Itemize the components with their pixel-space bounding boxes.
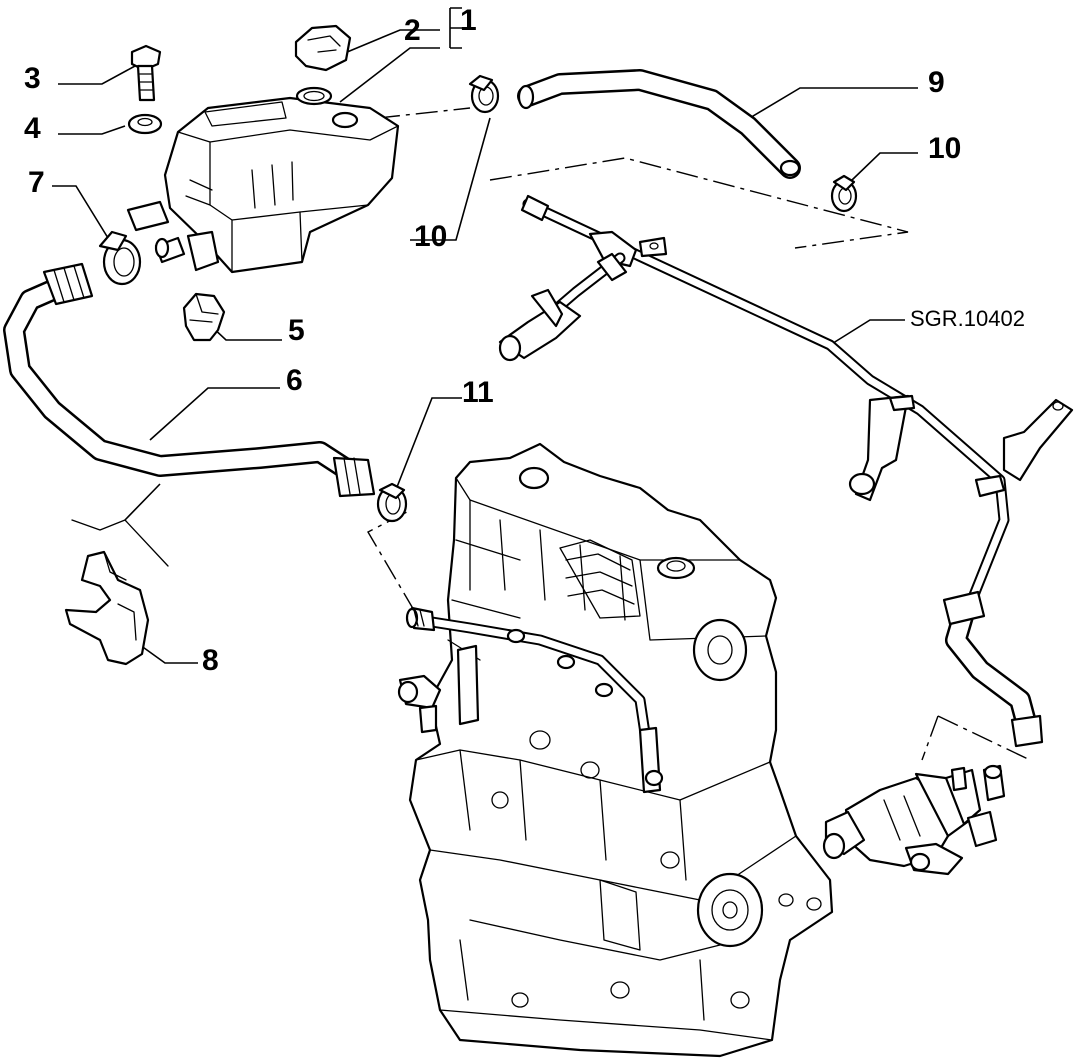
reference-code: SGR.10402: [910, 306, 1025, 331]
callout-leaders: [52, 7, 918, 664]
callout-labels: 1 2 3 4 5 6 7 8 9 10 10 11 SGR.10402: [24, 4, 1025, 677]
filler-cap: [294, 24, 352, 72]
lower-hose: [3, 262, 376, 498]
bolt: [130, 44, 162, 102]
washer: [127, 113, 163, 135]
block-water-pipe: [397, 606, 664, 794]
hose-clamp-11: [376, 482, 408, 523]
metal-pipe-assembly: [498, 194, 1074, 748]
callout-10-left: 10: [414, 220, 447, 253]
callout-4: 4: [24, 112, 41, 145]
callout-11: 11: [462, 376, 494, 409]
callout-9: 9: [928, 66, 945, 99]
hose-clamp-10-right: [830, 174, 858, 213]
callout-8: 8: [202, 644, 219, 677]
upper-hose: [517, 69, 801, 179]
connection-lines: [367, 107, 1031, 761]
hose-clamp-7: [98, 230, 142, 286]
engine-block: [408, 442, 834, 1058]
callout-6: 6: [286, 364, 303, 397]
callout-10-right: 10: [928, 132, 961, 165]
sensor-plug: [182, 292, 226, 342]
bracket-clip: [64, 483, 169, 666]
thermostat-housing: [822, 764, 1006, 876]
hose-clamp-10-left: [468, 74, 500, 114]
callout-3: 3: [24, 62, 41, 95]
callout-7: 7: [28, 166, 45, 199]
callout-2: 2: [404, 14, 421, 47]
expansion-tank: [126, 86, 400, 274]
callout-1: 1: [460, 4, 477, 37]
callout-5: 5: [288, 314, 305, 347]
